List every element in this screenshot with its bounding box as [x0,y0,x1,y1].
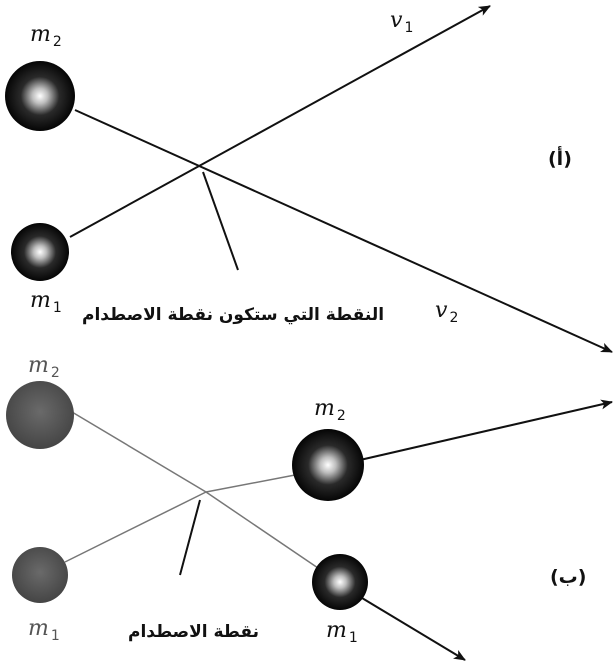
ball-m2 [5,61,75,131]
m2-after-symbol: m [314,396,335,421]
ball-m1 [11,223,69,281]
v1-trajectory-line [69,5,491,238]
m1-subscript: 1 [52,300,62,316]
m1-after-symbol: m [326,618,347,643]
panel-a-label: (أ) [548,148,572,170]
m1-before-subscript: 1 [50,628,60,644]
m2-incoming-path [71,411,207,493]
collision-point-caption-b: نقطة الاصطدام [128,622,259,642]
m2-before-symbol: m [28,353,49,378]
m2-after-subscript: 2 [336,408,346,424]
m1-symbol: m [30,288,51,313]
m2-before-subscript: 2 [50,365,60,381]
v2-trajectory-line [74,109,613,353]
v2-symbol: v [435,298,448,323]
m1-after-subscript: 1 [348,630,358,646]
ball-m1-after [312,554,368,610]
v1-symbol: v [390,8,403,33]
panel-b-label: (ب) [550,566,587,588]
m1-outgoing-arrow [361,597,466,661]
v1-subscript: 1 [404,20,414,36]
m1-incoming-path [64,491,207,563]
m1-after-to-ball [205,491,319,569]
panel-b [6,381,613,661]
v2-subscript: 2 [449,310,459,326]
m2-subscript: 2 [52,34,62,50]
m1-before-symbol: m [28,616,49,641]
collision-pointer-line-b [179,499,201,576]
collision-point-caption-a: النقطة التي ستكون نقطة الاصطدام [82,305,385,325]
ball-m1-before [12,547,68,603]
ball-m2-before [6,381,74,449]
m2-after-to-ball [205,474,296,493]
m2-outgoing-arrow [359,399,613,461]
m2-symbol: m [30,22,51,47]
ball-m2-after [292,429,364,501]
collision-pointer-line [202,171,239,271]
panel-a [5,5,613,353]
